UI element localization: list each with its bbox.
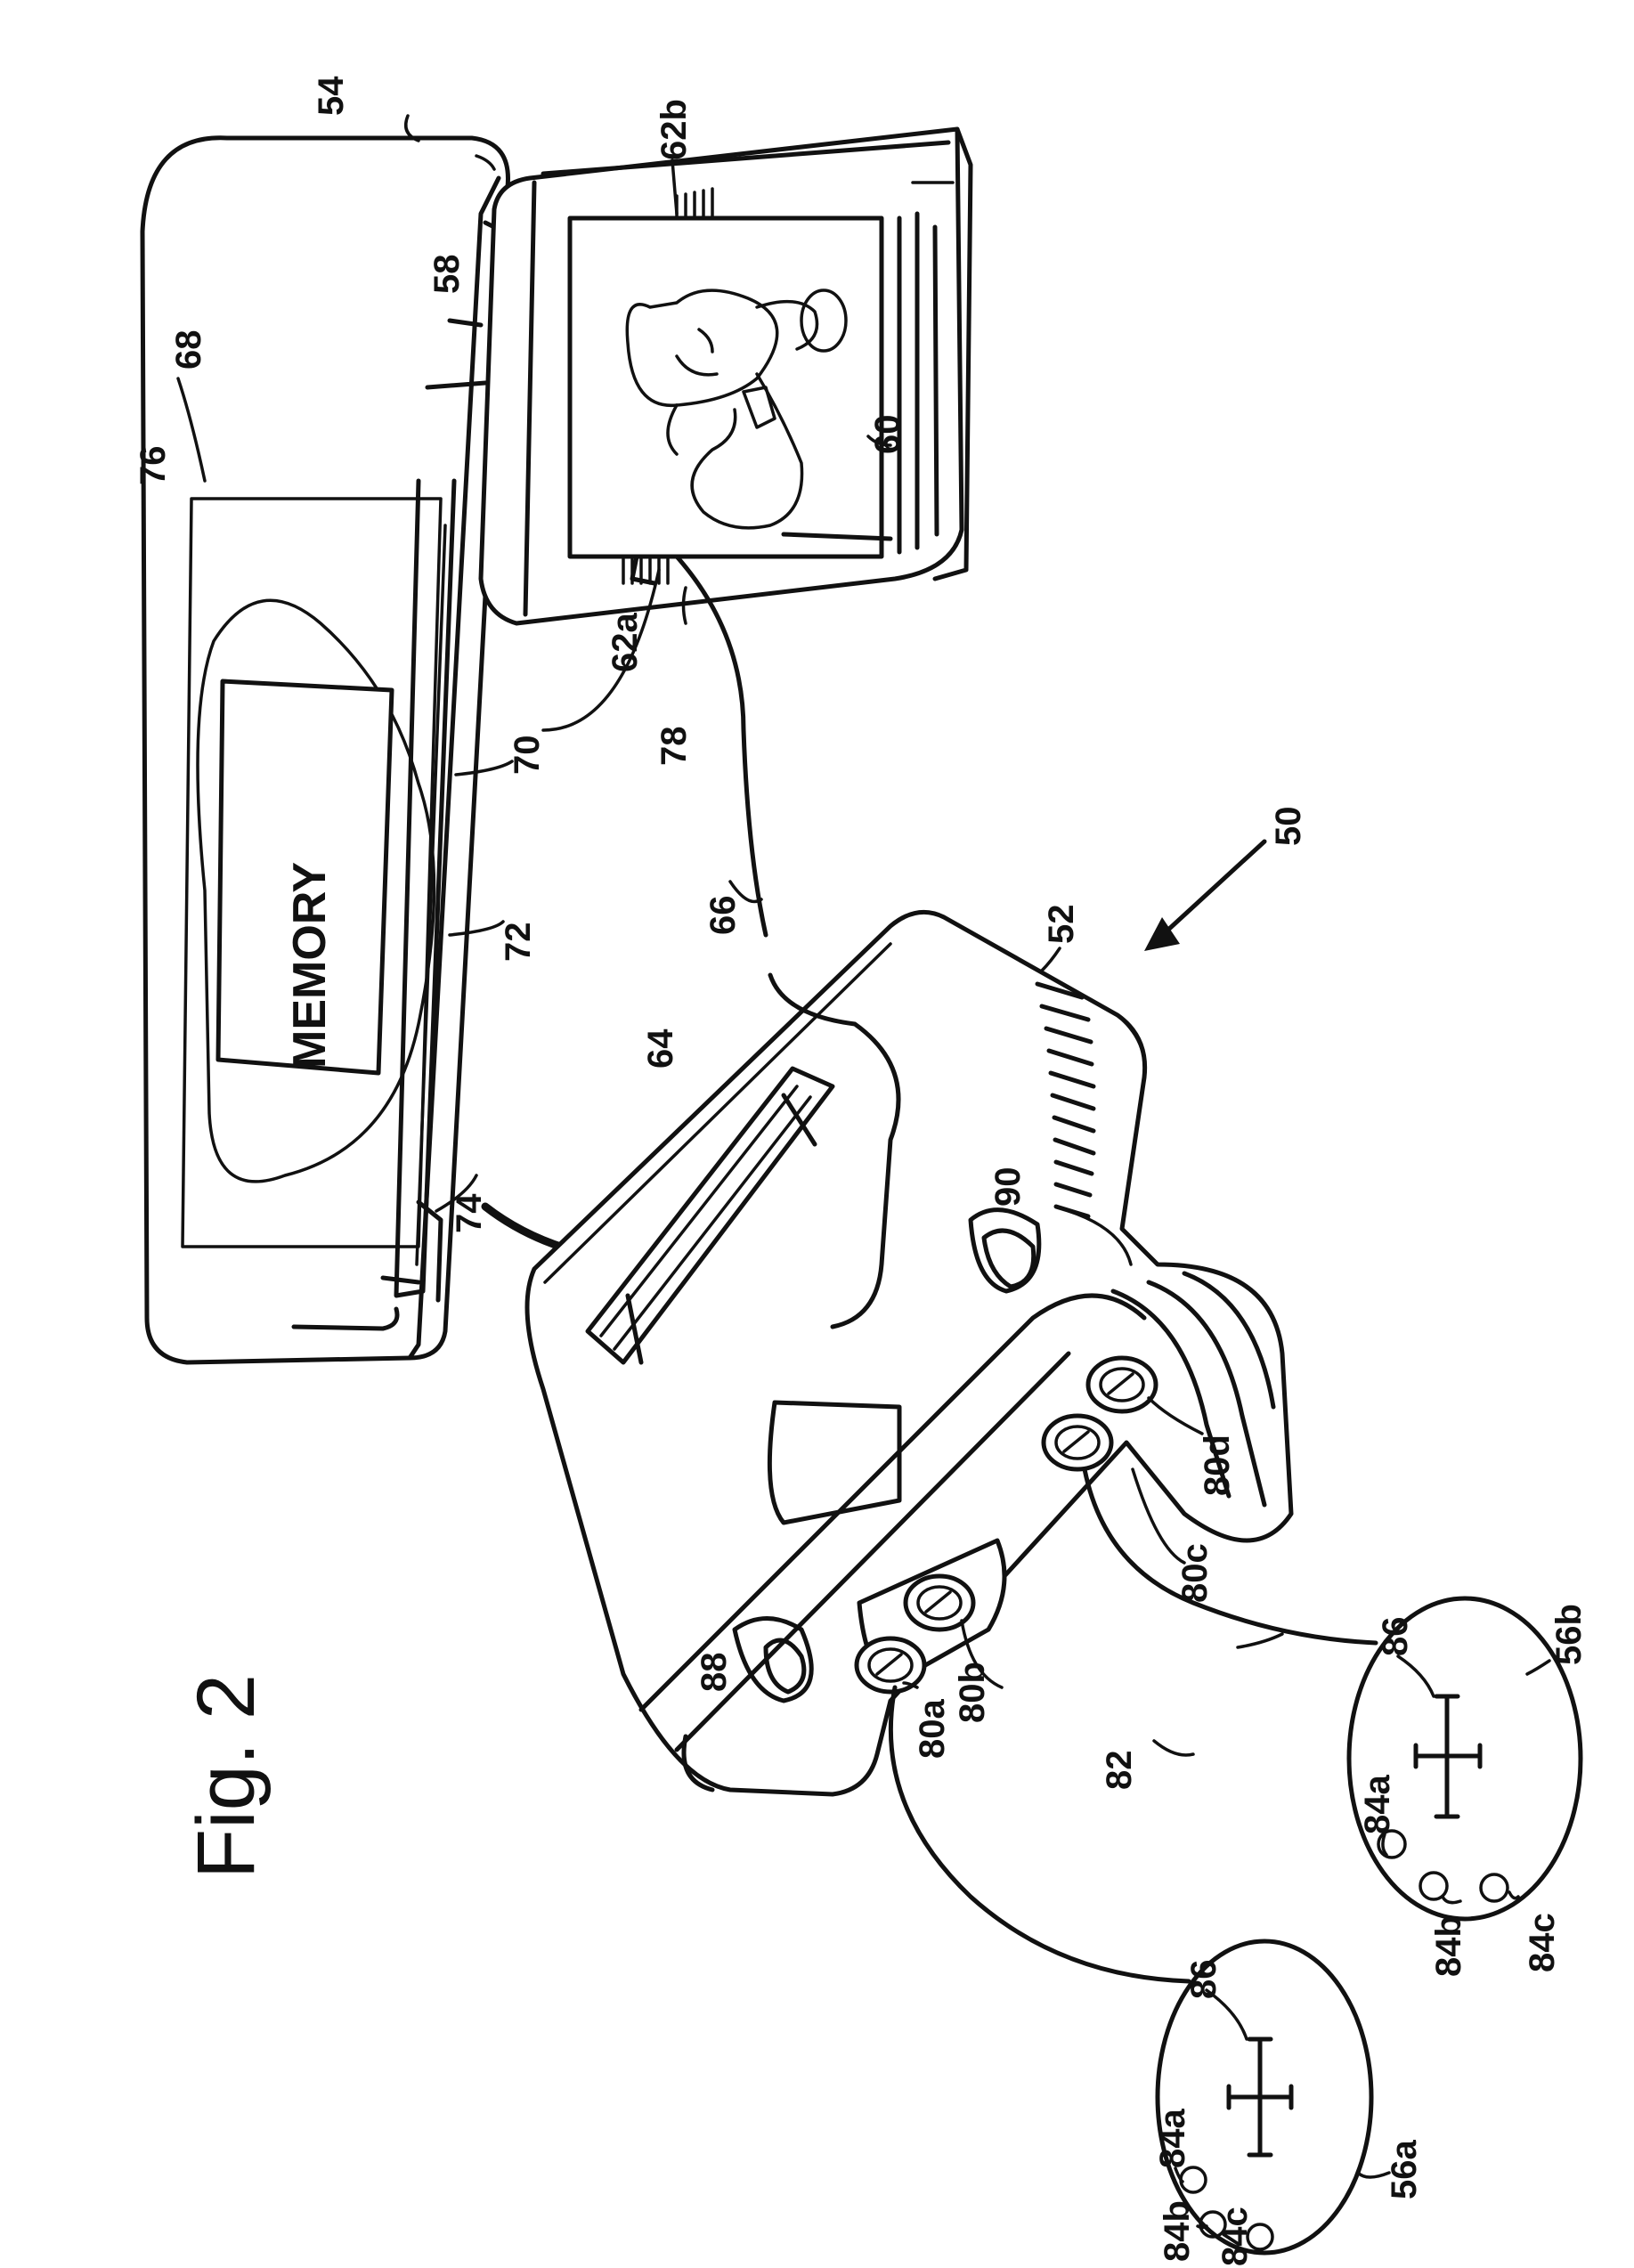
label-88: 88 — [695, 1653, 734, 1693]
memory-pack: MEMORY — [142, 138, 512, 1362]
label-68: 68 — [169, 330, 208, 370]
label-56a: 56a — [1385, 2140, 1424, 2199]
label-80d: 80d — [1198, 1435, 1237, 1496]
label-90: 90 — [988, 1167, 1028, 1207]
memory-label-rectangle: MEMORY — [218, 681, 392, 1073]
label-80c: 80c — [1175, 1543, 1215, 1603]
label-84b-controller-b: 84b — [1429, 1915, 1468, 1977]
label-62a: 62a — [606, 613, 645, 672]
memory-label-text: MEMORY — [284, 862, 336, 1069]
label-62b: 62b — [654, 99, 694, 160]
game-cartridge — [481, 129, 971, 623]
label-64: 64 — [641, 1028, 680, 1069]
system-arrow — [1144, 841, 1264, 951]
label-82: 82 — [1100, 1751, 1139, 1791]
controller-port-80c — [1044, 1416, 1111, 1469]
label-66: 66 — [703, 896, 743, 936]
controller-port-80a — [857, 1638, 924, 1692]
figure-title: Fig. 2 — [181, 1674, 272, 1879]
label-50: 50 — [1269, 807, 1308, 847]
label-72: 72 — [499, 923, 538, 963]
label-84c-controller-b: 84c — [1523, 1913, 1562, 1972]
controller-port-80d — [1088, 1358, 1156, 1411]
label-60: 60 — [868, 415, 907, 455]
label-86-controller-a: 86 — [1184, 1960, 1223, 2000]
label-84c-controller-a: 84c — [1215, 2207, 1255, 2266]
label-86-controller-b: 86 — [1376, 1617, 1415, 1657]
label-84a-controller-b: 84a — [1358, 1775, 1397, 1834]
label-80a: 80a — [913, 1699, 952, 1759]
label-84a-controller-a: 84a — [1153, 2109, 1192, 2168]
label-76: 76 — [134, 446, 173, 486]
label-56b: 56b — [1549, 1604, 1589, 1665]
label-70: 70 — [508, 736, 547, 776]
label-52: 52 — [1042, 905, 1081, 945]
cartridge-label — [570, 218, 882, 557]
label-84b-controller-a: 84b — [1158, 2200, 1197, 2262]
label-80b: 80b — [953, 1662, 992, 1723]
label-54: 54 — [312, 76, 351, 116]
label-58: 58 — [427, 255, 467, 295]
label-74: 74 — [450, 1193, 489, 1233]
label-78: 78 — [654, 727, 694, 767]
